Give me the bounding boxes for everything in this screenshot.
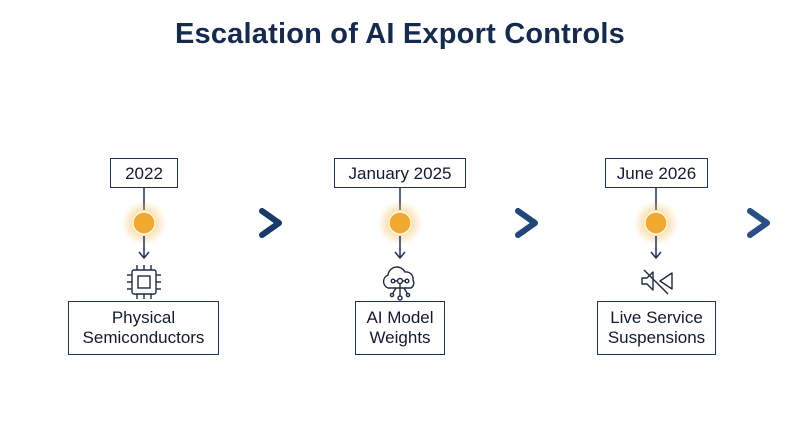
label-line: Suspensions xyxy=(607,328,706,347)
label-line: Weights xyxy=(369,328,431,347)
milestone-date-january-2025: January 2025 xyxy=(334,158,466,188)
label-line: Semiconductors xyxy=(82,328,205,347)
milestone-date-june-2026: June 2026 xyxy=(605,158,708,188)
label-line: Live Service xyxy=(610,308,703,327)
milestone-label-ai-model-weights: AI Model Weights xyxy=(355,301,445,355)
arrowhead xyxy=(650,251,662,260)
chip-icon xyxy=(127,265,161,299)
label-line: AI Model xyxy=(366,308,434,327)
milestone-label-live-service-suspensions: Live Service Suspensions xyxy=(597,301,716,355)
milestone-dot xyxy=(132,211,156,235)
cloud-network-icon xyxy=(382,266,415,301)
milestone-label-physical-semiconductors: Physical Semiconductors xyxy=(68,301,219,355)
label-line: Physical xyxy=(111,308,176,327)
milestone-dot xyxy=(644,211,668,235)
milestone-date-2022: 2022 xyxy=(110,158,178,188)
page-title: Escalation of AI Export Controls xyxy=(174,18,626,50)
arrowhead xyxy=(138,251,150,260)
speaker-off-icon xyxy=(641,269,673,295)
milestone-dot xyxy=(388,211,412,235)
arrowhead xyxy=(394,251,406,260)
